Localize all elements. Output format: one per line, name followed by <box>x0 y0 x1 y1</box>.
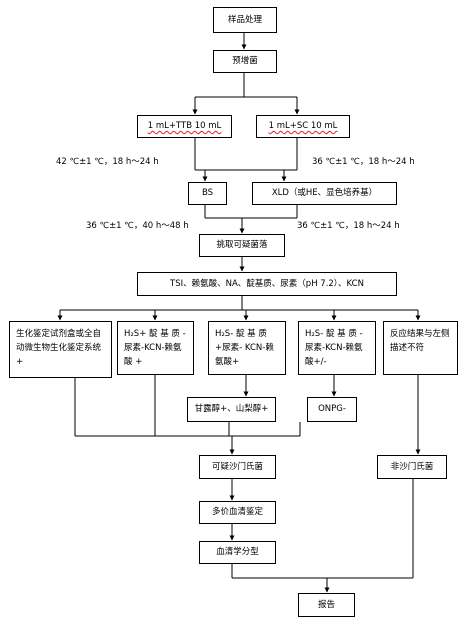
box-h2s-negative-indole-negative: H₂S- 靛 基 质 - 尿素-KCN-赖氨酸+/- <box>298 321 376 375</box>
box-polyvalent-serum: 多价血清鉴定 <box>199 501 276 524</box>
label-ttb-condition: 42 ℃±1 ℃，18 h～24 h <box>56 157 159 167</box>
box-pre-enrichment: 预增菌 <box>213 50 277 73</box>
box-pick-colonies: 挑取可疑菌落 <box>199 234 285 257</box>
box-report: 报告 <box>298 593 355 617</box>
box-onpg: ONPG- <box>307 397 357 422</box>
label-sc-condition: 36 ℃±1 ℃，18 h～24 h <box>312 157 415 167</box>
box-h2s-negative-indole-positive: H₂S- 靛 基 质 +尿素- KCN-赖氨酸+ <box>208 321 286 375</box>
box-mannitol-sorbitol: 甘露醇+、山梨醇+ <box>187 397 276 422</box>
box-result-mismatch: 反应结果与左侧描述不符 <box>383 321 458 375</box>
label-xld-condition: 36 ℃±1 ℃，18 h～24 h <box>297 221 400 231</box>
box-serotyping: 血清学分型 <box>199 541 276 564</box>
box-xld-agar: XLD（或HE、显色培养基） <box>252 182 397 205</box>
box-non-salmonella: 非沙门氏菌 <box>377 455 447 479</box>
box-bs-agar: BS <box>188 182 227 205</box>
box-auto-identification: 生化鉴定试剂盒或全自动微生物生化鉴定系统+ <box>9 321 112 378</box>
box-biochemical-media: TSI、赖氨酸、NA、靛基质、尿素（pH 7.2）、KCN <box>137 272 397 296</box>
box-sample-processing: 样品处理 <box>213 7 277 33</box>
box-suspect-salmonella: 可疑沙门氏菌 <box>199 455 276 479</box>
box-ttb-text: 1 mL+TTB 10 mL <box>147 121 222 131</box>
box-ttb-enrichment: 1 mL+TTB 10 mL <box>137 115 232 138</box>
box-sc-enrichment: 1 mL+SC 10 mL <box>256 115 350 138</box>
label-bs-condition: 36 ℃±1 ℃，40 h～48 h <box>86 221 189 231</box>
box-h2s-positive: H₂S+ 靛 基 质 -尿素-KCN-赖氨酸 + <box>117 321 194 375</box>
box-sc-text: 1 mL+SC 10 mL <box>268 121 338 131</box>
